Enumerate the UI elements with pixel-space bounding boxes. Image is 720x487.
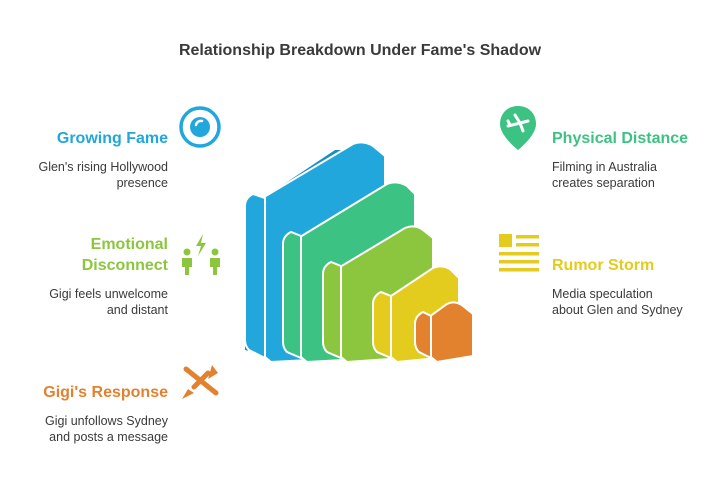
layered-stack-graphic [244, 141, 474, 364]
physical-distance-heading: Physical Distance [552, 130, 689, 147]
stack-layer-gigis-response [414, 301, 474, 364]
growing-fame-desc: Glen's rising Hollywood presence [38, 160, 168, 190]
news-icon [499, 234, 539, 272]
emotional-disconnect-desc: Gigi feels unwelcome and distant [49, 287, 168, 317]
rumor-storm-desc: Media speculation about Glen and Sydney [552, 287, 683, 317]
physical-distance-desc: Filming in Australia creates separation [552, 160, 657, 190]
eye-icon [179, 106, 221, 148]
gigis-response-heading: Gigi's Response [43, 384, 168, 401]
conflict-people-icon [182, 234, 220, 275]
emotional-disconnect-heading: Emotional Disconnect [81, 236, 168, 274]
gigis-response-desc: Gigi unfollows Sydney and posts a messag… [45, 414, 168, 444]
growing-fame-heading: Growing Fame [56, 130, 168, 147]
rumor-storm-heading: Rumor Storm [552, 257, 655, 274]
crashed-plane-icon [182, 365, 219, 399]
airplane-pin-icon [500, 106, 536, 150]
diagram-title: Relationship Breakdown Under Fame's Shad… [178, 42, 542, 59]
